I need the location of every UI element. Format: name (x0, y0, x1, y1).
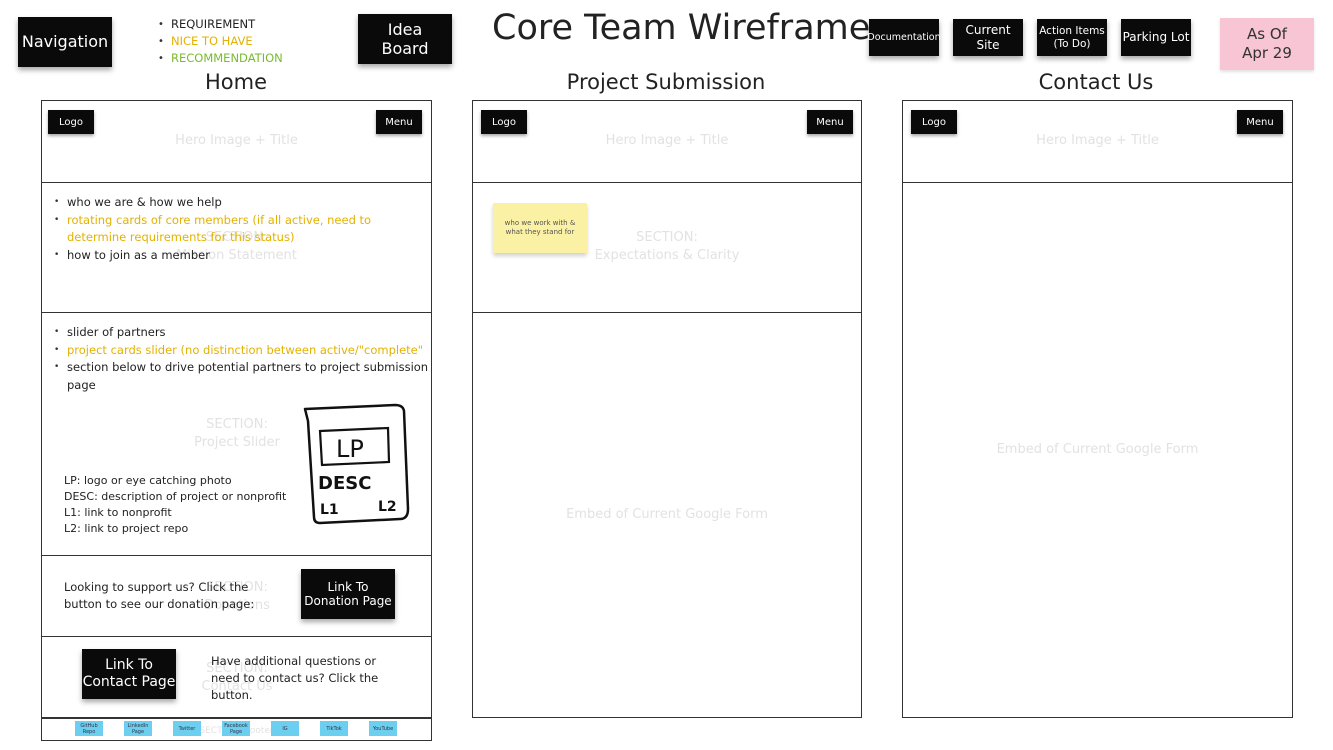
menu-label: Menu (816, 116, 844, 128)
logo-label: Logo (59, 116, 83, 128)
github-repo-label: GitHub Repo (80, 722, 98, 735)
expectations-section: SECTION: Expectations & Clarity (473, 183, 861, 313)
link-to-contact-page-button[interactable]: Link To Contact Page (82, 649, 176, 699)
link-to-donation-page-button[interactable]: Link To Donation Page (301, 569, 395, 619)
priority-legend: REQUIREMENT NICE TO HAVE RECOMMENDATION (158, 16, 283, 67)
donations-section: SECTION: Donations Looking to support us… (42, 556, 431, 637)
sketch-l2: L2 (378, 499, 397, 515)
action-items-label: Action Items (To Do) (1039, 24, 1105, 50)
parking-lot-label: Parking Lot (1122, 30, 1190, 45)
sticky-note-text: who we work with & what they stand for (504, 218, 576, 236)
expectations-section-placeholder: SECTION: Expectations & Clarity (594, 230, 740, 263)
navigation-label: Navigation (21, 32, 109, 52)
project-slider-notes: slider of partners project cards slider … (54, 324, 430, 394)
menu-button[interactable]: Menu (1237, 110, 1283, 134)
sketch-lp: LP (336, 435, 364, 463)
page-title: Core Team Wireframe (492, 8, 871, 48)
google-form-placeholder: Embed of Current Google Form (566, 507, 768, 522)
ig-button[interactable]: IG (271, 721, 299, 736)
legend-recommendation: RECOMMENDATION (158, 50, 283, 67)
note-slider-partners: slider of partners (54, 324, 430, 342)
donations-text: Looking to support us? Click the button … (64, 580, 255, 611)
as-of-date-label: As Of Apr 29 (1242, 24, 1292, 63)
action-items-button[interactable]: Action Items (To Do) (1037, 19, 1107, 56)
tiktok-label: TikTok (326, 725, 342, 732)
logo-button[interactable]: Logo (48, 110, 94, 134)
hero-placeholder: Hero Image + Title (175, 133, 298, 148)
logo-button[interactable]: Logo (911, 110, 957, 134)
documentation-button[interactable]: Documentation (867, 19, 941, 56)
note-who-we-are: who we are & how we help (54, 194, 430, 212)
mission-section: SECTION: Mission Statement who we are & … (42, 183, 431, 313)
hero-placeholder: Hero Image + Title (1036, 133, 1159, 148)
menu-label: Menu (1246, 116, 1274, 128)
github-repo-button[interactable]: GitHub Repo (75, 721, 103, 736)
legend-requirement: REQUIREMENT (158, 16, 283, 33)
documentation-label: Documentation (867, 31, 941, 43)
note-section-below: section below to drive potential partner… (54, 359, 430, 394)
card-legend-l1: L1: link to nonprofit (64, 506, 172, 519)
submission-hero-section: Logo Menu Hero Image + Title (473, 101, 861, 183)
home-column-title: Home (204, 70, 267, 94)
donation-button-label: Link To Donation Page (304, 579, 392, 608)
google-form-placeholder: Embed of Current Google Form (996, 442, 1199, 457)
facebook-page-button[interactable]: Facebook Page (222, 721, 250, 736)
card-legend-lp: LP: logo or eye catching photo (64, 474, 232, 487)
note-how-to-join: how to join as a member (54, 247, 430, 265)
youtube-label: YouTube (372, 725, 394, 732)
contact-text: Have additional questions or need to con… (211, 654, 379, 702)
twitter-button[interactable]: Twitter (173, 721, 201, 736)
idea-board-note[interactable]: Idea Board (358, 14, 452, 64)
who-we-work-with-sticky-note: who we work with & what they stand for (493, 203, 587, 253)
sketch-l1: L1 (320, 502, 339, 518)
note-project-cards: project cards slider (no distinction bet… (54, 342, 430, 360)
idea-board-label: Idea Board (381, 19, 429, 58)
donations-section-placeholder: SECTION: Donations (204, 580, 270, 613)
project-slider-placeholder: SECTION: Project Slider (194, 417, 280, 450)
logo-label: Logo (492, 116, 516, 128)
menu-label: Menu (385, 116, 413, 128)
contact-section: SECTION: Contact Us Link To Contact Page… (42, 637, 431, 718)
parking-lot-button[interactable]: Parking Lot (1121, 19, 1191, 56)
menu-button[interactable]: Menu (807, 110, 853, 134)
project-submission-wireframe: Logo Menu Hero Image + Title SECTION: Ex… (472, 100, 862, 718)
current-site-label: Current Site (965, 23, 1011, 52)
ig-label: IG (282, 725, 288, 732)
twitter-label: Twitter (178, 725, 196, 732)
contact-section-placeholder: SECTION: Contact Us (201, 661, 273, 694)
linkedin-page-label: LinkedIn Page (127, 722, 149, 735)
hero-placeholder: Hero Image + Title (605, 133, 729, 148)
card-legend: LP: logo or eye catching photo DESC: des… (64, 473, 286, 537)
project-card-sketch: LP DESC L1 L2 (303, 403, 410, 525)
as-of-date-note: As Of Apr 29 (1220, 18, 1314, 70)
home-hero-section: Logo Menu Hero Image + Title (42, 101, 431, 183)
sketch-desc: DESC (318, 473, 371, 494)
contact-hero-section: Logo Menu Hero Image + Title (903, 101, 1292, 183)
facebook-page-label: Facebook Page (224, 722, 248, 735)
note-rotating-cards: rotating cards of core members (if all a… (54, 212, 430, 247)
contact-us-wireframe: Logo Menu Hero Image + Title Embed of Cu… (902, 100, 1293, 718)
youtube-button[interactable]: YouTube (369, 721, 397, 736)
project-slider-section: SECTION: Project Slider slider of partne… (42, 313, 431, 556)
current-site-button[interactable]: Current Site (953, 19, 1023, 56)
mission-notes: who we are & how we help rotating cards … (54, 194, 430, 264)
card-legend-desc: DESC: description of project or nonprofi… (64, 490, 287, 503)
contact-button-label: Link To Contact Page (82, 657, 176, 690)
navigation-note[interactable]: Navigation (18, 17, 112, 67)
home-wireframe: Logo Menu Hero Image + Title SECTION: Mi… (41, 100, 432, 718)
legend-nice-to-have: NICE TO HAVE (158, 33, 283, 50)
menu-button[interactable]: Menu (376, 110, 422, 134)
logo-label: Logo (922, 116, 946, 128)
card-legend-l2: L2: link to project repo (64, 522, 189, 535)
linkedin-page-button[interactable]: LinkedIn Page (124, 721, 152, 736)
tiktok-button[interactable]: TikTok (320, 721, 348, 736)
logo-button[interactable]: Logo (481, 110, 527, 134)
project-submission-column-title: Project Submission (566, 70, 766, 94)
contact-us-column-title: Contact Us (1038, 70, 1154, 94)
